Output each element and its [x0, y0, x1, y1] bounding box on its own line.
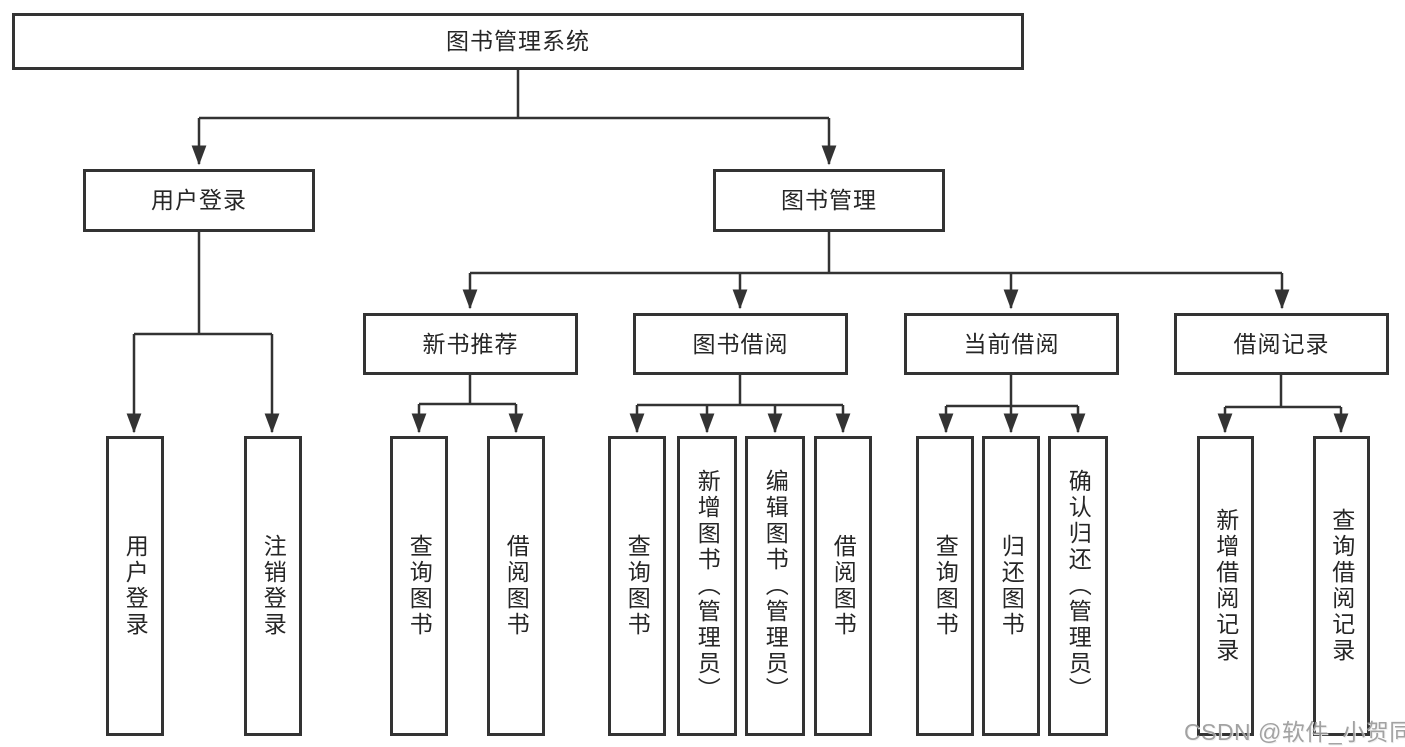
- node-root: 图书管理系统: [12, 13, 1024, 70]
- leaf-borrow-book-1: 借阅图书: [487, 436, 545, 736]
- connector-borrowing-records-branch: [1217, 373, 1349, 434]
- watermark: CSDN @软件_小贺同学: [1184, 719, 1405, 745]
- leaf-user-login: 用户登录: [106, 436, 164, 736]
- leaf-return-book: 归还图书: [982, 436, 1040, 736]
- leaf-add-borrow-record: 新增借阅记录: [1197, 436, 1254, 736]
- connector-user-login-branch: [126, 232, 280, 434]
- node-current-borrowing: 当前借阅: [904, 313, 1119, 375]
- node-user-login: 用户登录: [83, 169, 315, 232]
- leaf-borrow-book-2: 借阅图书: [814, 436, 872, 736]
- node-borrowing-records: 借阅记录: [1174, 313, 1389, 375]
- connector-book-borrowing-branch: [629, 373, 851, 434]
- leaf-confirm-return-admin: 确认归还（管理员）: [1048, 436, 1108, 736]
- connector-new-book-branch: [411, 373, 524, 434]
- leaf-edit-book-admin: 编辑图书（管理员）: [745, 436, 805, 736]
- leaf-query-book-2: 查询图书: [608, 436, 666, 736]
- connector-root-to-level2: [191, 70, 837, 166]
- node-new-book-recommend: 新书推荐: [363, 313, 578, 375]
- leaf-logout: 注销登录: [244, 436, 302, 736]
- leaf-query-book-3: 查询图书: [916, 436, 974, 736]
- node-book-borrowing: 图书借阅: [633, 313, 848, 375]
- node-book-management: 图书管理: [713, 169, 945, 232]
- connector-book-management-branch: [462, 232, 1290, 310]
- leaf-query-book-1: 查询图书: [390, 436, 448, 736]
- connector-current-borrowing-branch: [938, 373, 1086, 434]
- leaf-add-book-admin: 新增图书（管理员）: [677, 436, 737, 736]
- leaf-query-borrow-record: 查询借阅记录: [1313, 436, 1370, 736]
